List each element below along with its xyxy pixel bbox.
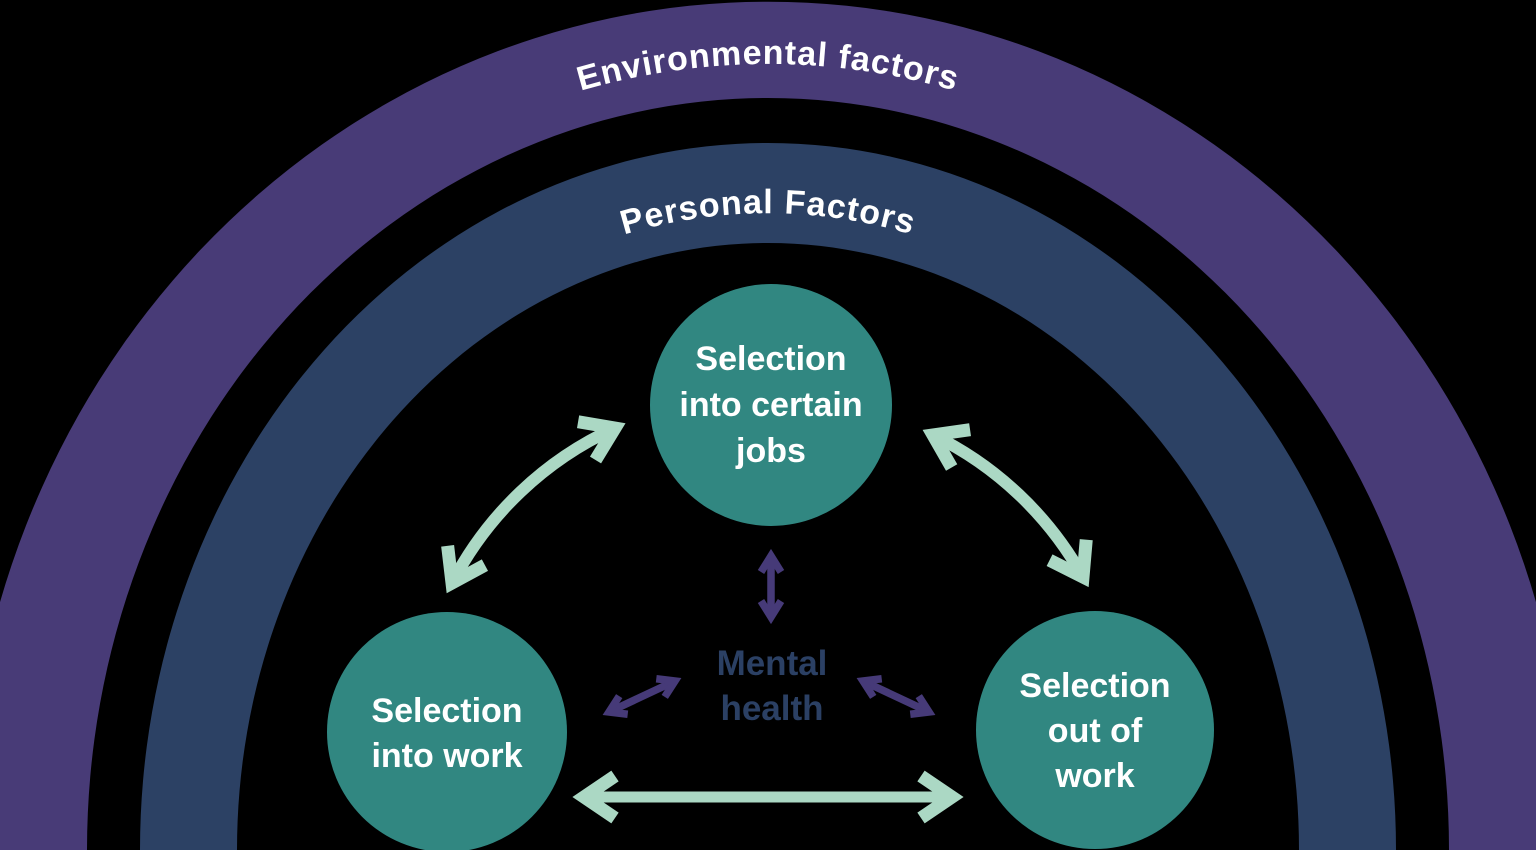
node-selection-out-of-work <box>976 611 1214 849</box>
arrow-into-work-to-mental-health <box>602 675 682 718</box>
node-out-of-work-label-line3: work <box>1054 757 1134 795</box>
node-out-of-work-label-line1: Selection <box>1019 667 1170 705</box>
node-selection-into-work <box>327 612 567 850</box>
node-jobs-label-line1: Selection <box>695 340 846 378</box>
node-jobs-label-line3: jobs <box>735 432 806 470</box>
node-into-work-label-line2: into work <box>371 737 522 775</box>
center-label-line1: Mental <box>717 644 828 683</box>
arrow-jobs-to-out-of-work <box>922 423 1093 588</box>
node-selection-into-certain-jobs <box>650 284 892 526</box>
arrow-out-of-work-to-mental-health <box>856 675 936 718</box>
node-out-of-work-label-line2: out of <box>1048 712 1143 750</box>
ring-personal-factors <box>140 143 1396 850</box>
node-jobs-label-line2: into certain <box>679 386 862 424</box>
node-into-work-label-line1: Selection <box>371 692 522 730</box>
center-label-line2: health <box>720 689 823 728</box>
arrow-jobs-to-into-work <box>441 415 626 594</box>
